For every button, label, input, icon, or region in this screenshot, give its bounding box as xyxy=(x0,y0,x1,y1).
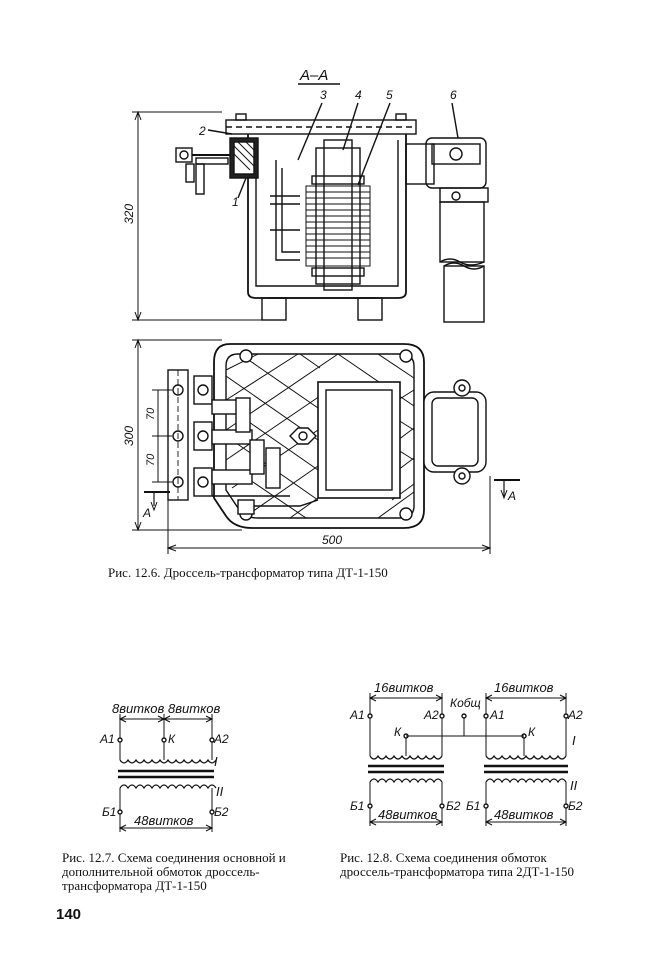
left-b2: Б2 xyxy=(446,799,461,813)
common-k: Кобщ xyxy=(450,696,481,710)
callout-3: 3 xyxy=(320,88,327,102)
turns-right-16: 16витков xyxy=(494,680,554,695)
figure-12-7-diagram: 8витков 8витков А1 К А2 I II Б1 Б2 xyxy=(99,701,229,832)
caption-fig-12-8: Рис. 12.8. Схема соединения обмоток дрос… xyxy=(340,850,575,879)
dim-70-a: 70 xyxy=(145,407,157,420)
turns-right-secondary: 48витков xyxy=(494,807,554,822)
turns-left-secondary: 48витков xyxy=(378,807,438,822)
right-a1: А1 xyxy=(489,708,505,722)
right-a2: А2 xyxy=(567,708,583,722)
terminal-a2: А2 xyxy=(213,732,229,746)
caption-fig-12-6: Рис. 12.6. Дроссель-трансформатор типа Д… xyxy=(108,565,388,580)
left-a2: А2 xyxy=(423,708,439,722)
turns-left-16: 16витков xyxy=(374,680,434,695)
dim-320: 320 xyxy=(122,204,136,224)
section-label: А–А xyxy=(299,67,328,84)
caption-fig-12-7: Рис. 12.7. Схема соединения основной и д… xyxy=(62,850,286,893)
page-number: 140 xyxy=(56,906,82,923)
turns-right: 8витков xyxy=(168,701,220,716)
right-k: К xyxy=(528,725,536,739)
callout-6: 6 xyxy=(450,88,457,102)
left-k: К xyxy=(394,725,402,739)
callout-4: 4 xyxy=(355,88,362,102)
callout-1: 1 xyxy=(232,195,239,209)
dim-300: 300 xyxy=(122,426,136,446)
left-a1: А1 xyxy=(349,708,365,722)
callout-5: 5 xyxy=(386,88,393,102)
figure-12-8-diagram: 16витков 16витков Кобщ А1 А2 А1 А2 К К xyxy=(349,680,583,826)
section-mark-left: А xyxy=(142,506,151,520)
winding-2: II xyxy=(216,784,224,799)
terminal-b2: Б2 xyxy=(214,805,229,819)
right-b1: Б1 xyxy=(466,799,480,813)
winding-2-right: II xyxy=(570,778,578,793)
dim-70-b: 70 xyxy=(145,453,157,466)
turns-secondary: 48витков xyxy=(134,813,194,828)
callout-2: 2 xyxy=(198,124,206,138)
plan-view: А А 300 70 70 500 xyxy=(122,338,520,554)
winding-1-right: I xyxy=(572,733,576,748)
right-b2: Б2 xyxy=(568,799,583,813)
left-b1: Б1 xyxy=(350,799,364,813)
section-mark-right: А xyxy=(507,489,516,503)
section-view: А–А 2 3 4 5 6 1 xyxy=(122,67,489,323)
turns-left: 8витков xyxy=(112,701,164,716)
terminal-b1: Б1 xyxy=(102,805,116,819)
winding-1: I xyxy=(214,754,218,769)
terminal-k: К xyxy=(168,732,176,746)
terminal-a1: А1 xyxy=(99,732,115,746)
dim-500: 500 xyxy=(322,533,342,547)
